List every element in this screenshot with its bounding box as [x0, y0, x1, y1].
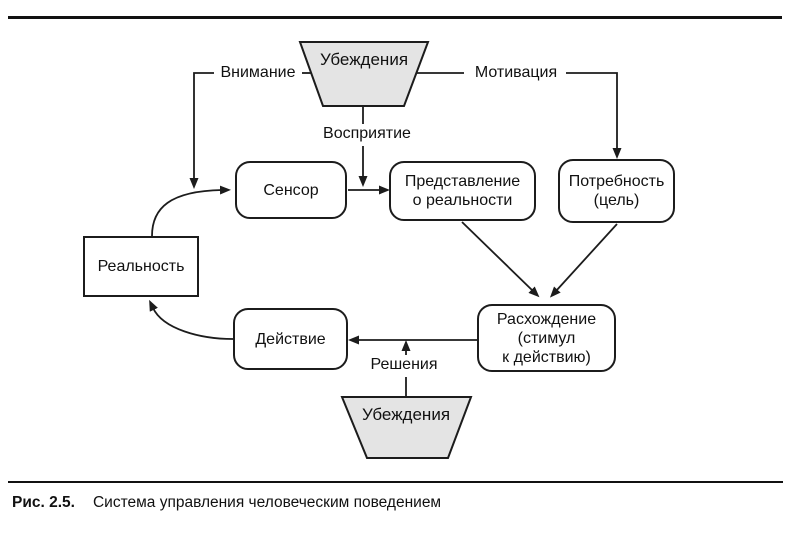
node-representation: Представление о реальности — [389, 161, 536, 221]
attention-label: Внимание — [220, 64, 296, 81]
beliefs-bottom-label: Убеждения — [361, 405, 451, 424]
reality-to-sensor-arrow — [151, 185, 231, 237]
attention-arrow — [189, 72, 214, 189]
beliefs-top-label: Убеждения — [319, 50, 409, 69]
beliefs-bottom-trapezoid — [340, 396, 473, 459]
need-to-divergence-arrow — [549, 223, 618, 298]
representation-to-divergence-arrow — [461, 221, 540, 298]
node-divergence-line1: Расхождение — [496, 310, 597, 328]
node-need-line1: Потребность — [568, 173, 665, 190]
decisions-label: Решения — [370, 356, 438, 373]
motivation-arrow — [566, 72, 622, 159]
node-need: Потребность (цель) — [558, 159, 675, 223]
node-sensor: Сенсор — [235, 161, 347, 219]
node-reality-label: Реальность — [97, 258, 185, 275]
figure-caption-number: Рис. 2.5. — [12, 494, 75, 511]
node-divergence-line3: к действию) — [502, 348, 591, 366]
action-to-reality-arrow — [149, 299, 234, 340]
node-reality: Реальность — [83, 236, 199, 297]
figure-caption-text: Система управления человеческим поведени… — [92, 494, 442, 511]
top-rule — [8, 16, 782, 19]
node-representation-line2: о реальности — [412, 192, 513, 209]
node-divergence-line2: (стимул — [517, 329, 576, 347]
beliefs-top-trapezoid — [298, 41, 430, 107]
node-sensor-label: Сенсор — [263, 181, 319, 199]
caption-rule — [8, 481, 783, 483]
node-action: Действие — [233, 308, 348, 370]
motivation-label: Мотивация — [474, 64, 558, 81]
figure-caption: Рис. 2.5. Система управления человеческим… — [12, 494, 441, 512]
node-action-label: Действие — [255, 330, 326, 348]
node-representation-line1: Представление — [404, 173, 521, 190]
node-divergence: Расхождение (стимул к действию) — [477, 304, 616, 372]
perception-label: Восприятие — [323, 125, 411, 142]
node-need-line2: (цель) — [593, 192, 640, 209]
